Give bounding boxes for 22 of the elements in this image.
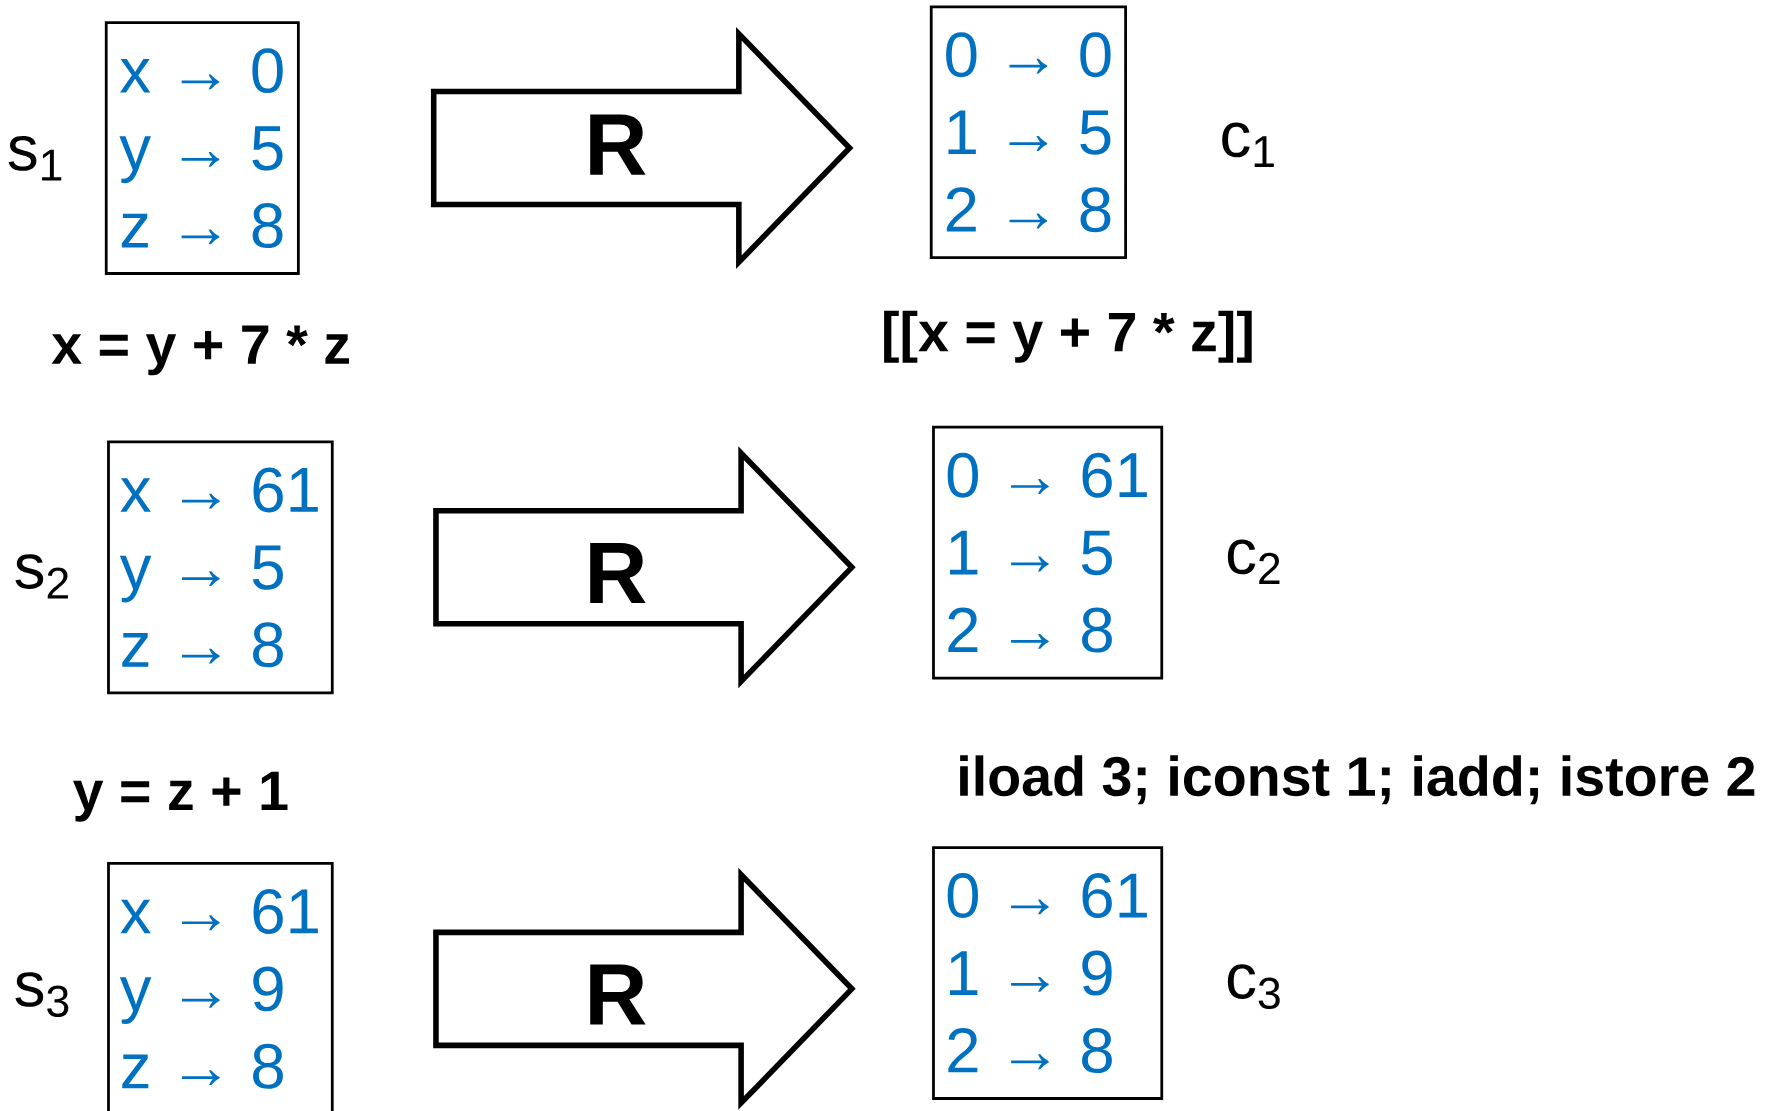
edge-label: R: [590, 543, 646, 604]
state-label: s$_{3}$: [15, 972, 69, 1017]
edge-label: R: [590, 964, 646, 1025]
value-table: x → 61 y → 5 z → 8: [107, 440, 334, 695]
value-table: x → 61 y → 9 z → 8: [107, 862, 334, 1111]
edge-label: R: [590, 114, 646, 175]
block-arrow: [430, 27, 854, 270]
code-text: [[x = y + 7 * z]]: [884, 310, 1252, 363]
value-table: x → 0 y → 5 z → 8: [104, 21, 300, 275]
state-label: c$_{3}$: [1227, 964, 1280, 1010]
value-table: 0 → 61 1 → 9 2 → 8: [932, 846, 1164, 1100]
state-label: c$_{2}$: [1227, 539, 1280, 584]
code-text: y = z + 1: [73, 771, 288, 822]
block-arrow: [433, 446, 856, 689]
code-text: iload 3; iconst 1; iadd; istore 2: [960, 755, 1755, 805]
value-table: 0 → 61 1 → 5 2 → 8: [932, 425, 1164, 680]
state-label: s$_{1}$: [8, 136, 62, 181]
code-text: x = y + 7 * z: [51, 325, 349, 376]
state-label: s$_{2}$: [15, 554, 68, 599]
state-label: c$_{1}$: [1222, 122, 1274, 167]
value-table: 0 → 0 1 → 5 2 → 8: [929, 5, 1127, 260]
block-arrow: [433, 867, 856, 1110]
